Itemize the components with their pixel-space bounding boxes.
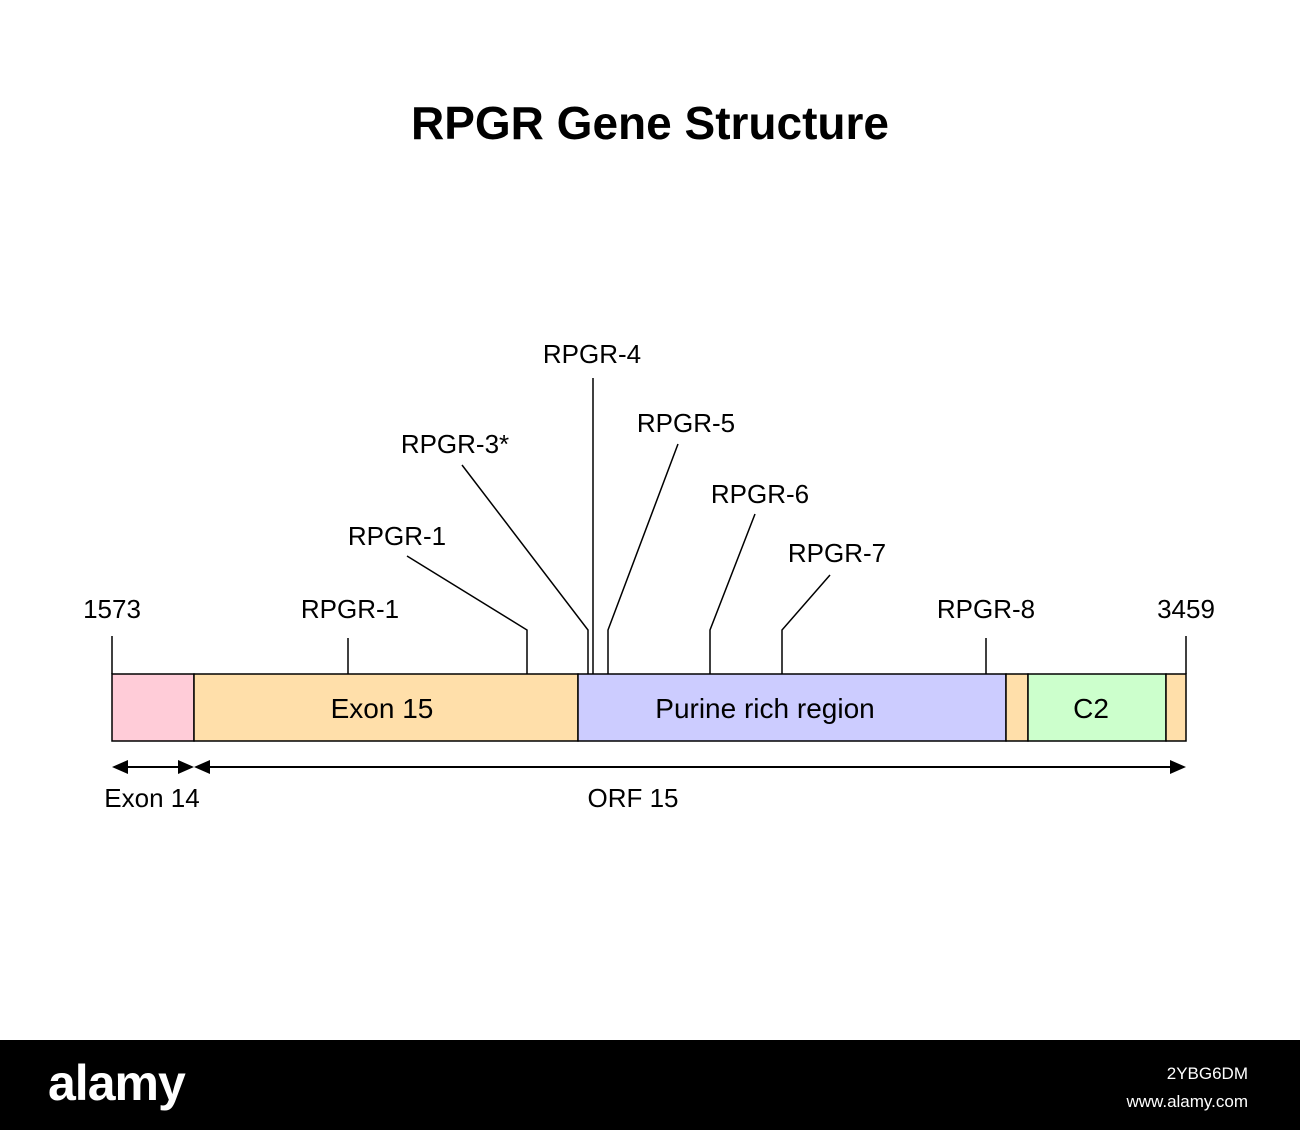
- marker-label-rpgr-1b: RPGR-1: [348, 521, 446, 551]
- orf15-arrow-right-icon: [1170, 760, 1186, 774]
- exon14-arrow-right-icon: [178, 760, 194, 774]
- marker-line-rpgr-3: [461, 464, 589, 674]
- marker-line-rpgr-6: [709, 513, 756, 674]
- image-id: 2YBG6DM: [1166, 1064, 1248, 1083]
- c2-label: C2: [1073, 693, 1109, 724]
- exon15-segment: [193, 673, 579, 742]
- orf15-arrow-left-icon: [194, 760, 210, 774]
- marker-label-rpgr-6: RPGR-6: [711, 479, 809, 509]
- purine-rich-label: Purine rich region: [655, 693, 874, 724]
- spacer-segment: [1005, 673, 1029, 742]
- footer-url: www.alamy.com: [1126, 1092, 1248, 1111]
- alamy-logo: alamy: [48, 1055, 186, 1111]
- purine-rich-segment: [577, 673, 1007, 742]
- marker-label-rpgr-5: RPGR-5: [637, 408, 735, 438]
- marker-line-rpgr-7: [781, 574, 831, 674]
- marker-label-rpgr-7: RPGR-7: [788, 538, 886, 568]
- marker-label-rpgr-1a: RPGR-1: [301, 594, 399, 624]
- c2-segment: [1027, 673, 1167, 742]
- start-position-label: 1573: [83, 594, 141, 624]
- watermark-footer: alamy 2YBG6DM www.alamy.com: [0, 1040, 1300, 1130]
- end-position-label: 3459: [1157, 594, 1215, 624]
- marker-label-rpgr-3: RPGR-3*: [401, 429, 509, 459]
- marker-label-rpgr-8: RPGR-8: [937, 594, 1035, 624]
- exon14-segment: [111, 673, 195, 742]
- exon15-label: Exon 15: [331, 693, 434, 724]
- tail-segment: [1165, 673, 1187, 742]
- gene-diagram: 1573 3459 Exon 15 Purine rich region C2 …: [83, 339, 1215, 813]
- marker-line-rpgr-1b: [406, 555, 528, 674]
- marker-label-rpgr-4: RPGR-4: [543, 339, 641, 369]
- exon14-arrow-left-icon: [112, 760, 128, 774]
- diagram-title: RPGR Gene Structure: [411, 97, 889, 149]
- orf15-span-label: ORF 15: [587, 783, 678, 813]
- marker-line-rpgr-5: [607, 443, 679, 674]
- exon14-span-label: Exon 14: [104, 783, 199, 813]
